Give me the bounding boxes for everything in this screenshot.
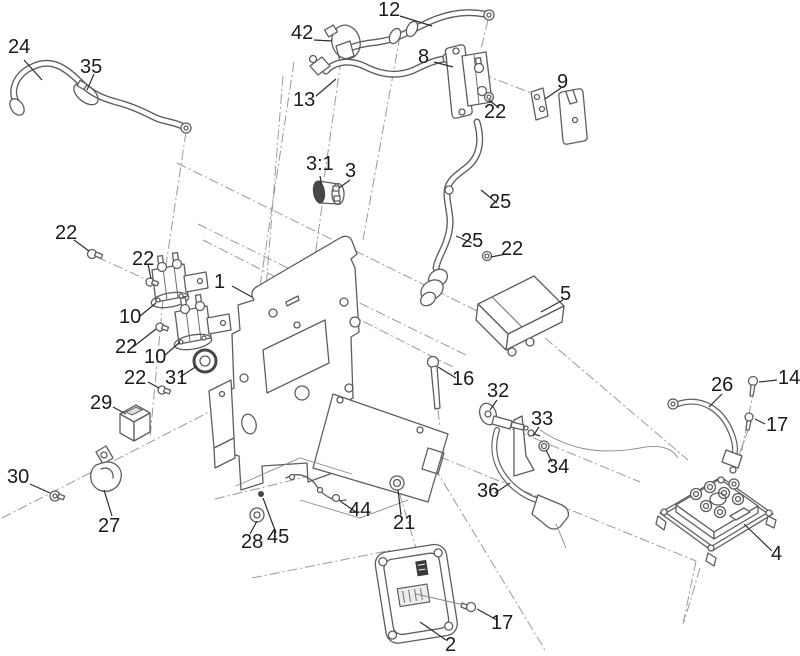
nut-22-near-5	[481, 250, 493, 262]
callout-9: 9	[557, 71, 569, 93]
power-module-4-drawing	[655, 476, 777, 567]
callout-21: 21	[393, 512, 416, 534]
battery-cable-12-drawing	[324, 9, 495, 62]
hose-clamp-42	[331, 24, 361, 60]
nut-22-near-9	[483, 91, 495, 103]
callout-4: 4	[771, 543, 783, 565]
callout-16: 16	[452, 368, 475, 390]
callout-13: 13	[293, 89, 316, 111]
cable-36-drawing	[491, 427, 570, 549]
mounting-bolts-22-drawing	[86, 248, 172, 395]
callout-42: 42	[291, 22, 314, 44]
grommet-28	[249, 507, 265, 523]
callout-10a: 10	[119, 306, 142, 328]
nut-21	[389, 475, 405, 491]
solenoid-cable-25-drawing	[419, 118, 484, 307]
bolt-14-drawing	[747, 375, 759, 397]
callout-44: 44	[349, 499, 372, 521]
callout-10b: 10	[144, 346, 167, 368]
callout-34: 34	[547, 456, 570, 478]
callout-45: 45	[267, 526, 290, 548]
solenoid-10-upper-drawing	[150, 251, 209, 309]
callout-29: 29	[90, 392, 113, 414]
bracket-cover-9-drawing	[530, 87, 588, 145]
clamp-27-drawing	[90, 445, 122, 493]
lower-sub-panel-drawing	[235, 393, 679, 523]
callout-22c: 22	[55, 222, 78, 244]
grommet-31-drawing	[192, 348, 218, 374]
solenoid-10-lower-drawing	[173, 293, 232, 351]
jumper-cable-26-drawing	[667, 398, 743, 474]
cable-clamp-35	[73, 82, 99, 106]
callout-25a: 25	[489, 191, 512, 213]
rivet-45	[258, 491, 264, 497]
controller-module-5-drawing	[475, 250, 565, 357]
callout-24: 24	[8, 36, 31, 58]
callout-1: 1	[214, 271, 226, 293]
battery-cable-13-drawing	[308, 52, 454, 78]
callout-8: 8	[418, 46, 430, 68]
callout-32: 32	[487, 380, 510, 402]
callout-22d: 22	[132, 248, 155, 270]
callout-22a: 22	[484, 101, 507, 123]
callout-35: 35	[80, 56, 103, 78]
callout-12: 12	[378, 0, 401, 21]
stud-32-drawing	[478, 402, 529, 431]
bolt-44	[331, 493, 341, 503]
callout-22f: 22	[124, 367, 147, 389]
bolt-17-bottom-drawing	[415, 593, 477, 613]
callout-33: 33	[531, 408, 554, 430]
circuit-breaker-3-drawing	[312, 180, 345, 206]
callout-36: 36	[477, 480, 500, 502]
callout-14: 14	[778, 367, 800, 389]
callout-22b: 22	[501, 238, 524, 260]
callout-3: 3	[345, 160, 357, 182]
callout-28: 28	[241, 531, 264, 553]
callout-22e: 22	[115, 336, 138, 358]
bolt-17-right-drawing	[744, 412, 754, 431]
callout-26: 26	[711, 374, 734, 396]
callout-2: 2	[445, 634, 457, 656]
callout-31: 31	[165, 367, 188, 389]
solenoid-assembly-8-drawing	[444, 44, 493, 119]
bolt-16-drawing	[426, 355, 441, 410]
callout-17a: 17	[766, 414, 789, 436]
nut-34-drawing	[538, 440, 550, 452]
bolt-33-drawing	[527, 429, 541, 437]
callout-5: 5	[560, 283, 572, 305]
callout-25b: 25	[461, 230, 484, 252]
leader-lines	[23, 15, 778, 641]
callout-3-1: 3:1	[306, 153, 334, 175]
screw-30-drawing	[49, 490, 66, 502]
callout-17b: 17	[491, 612, 514, 634]
callout-27: 27	[98, 515, 121, 537]
battery-cable-24-drawing	[9, 59, 192, 134]
switch-29-drawing	[119, 404, 151, 442]
callout-30: 30	[7, 466, 30, 488]
